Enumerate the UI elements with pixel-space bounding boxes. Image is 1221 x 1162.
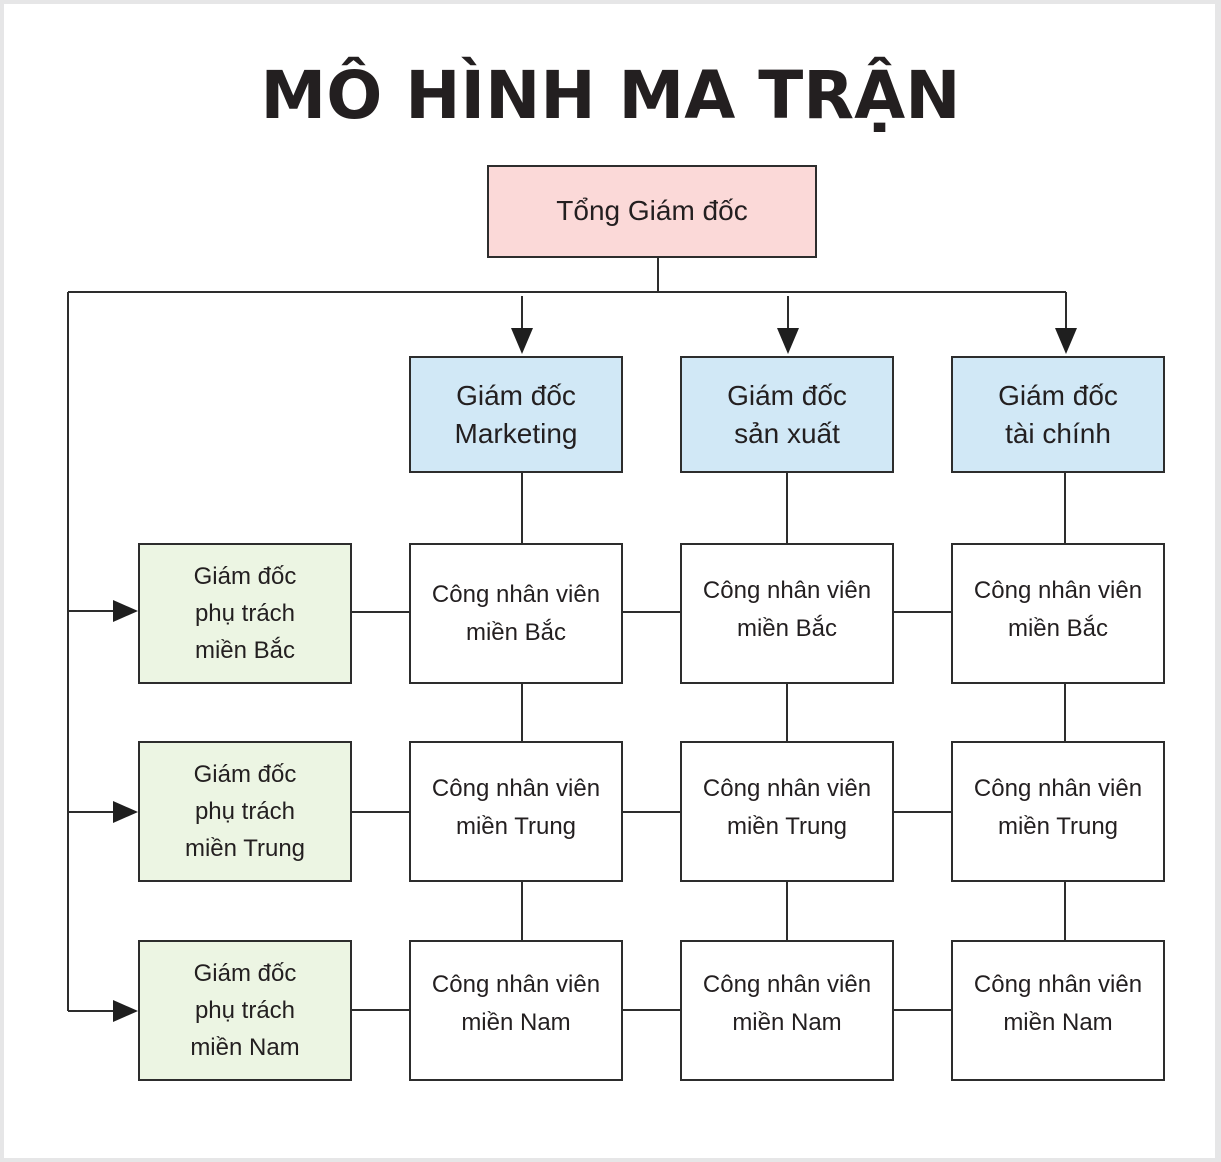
employee-cell: Công nhân viên miền Nam	[409, 940, 623, 1081]
cell-line2: miền Bắc	[736, 614, 838, 642]
cell-line2: miền Nam	[1003, 1008, 1113, 1036]
employee-cell: Công nhân viên miền Bắc	[409, 543, 623, 684]
regional-label-line1: Giám đốc	[193, 562, 297, 590]
cell-line1: Công nhân viên	[702, 775, 872, 803]
director-finance-box: Giám đốc tài chính	[951, 356, 1165, 473]
cell-line2: miền Trung	[726, 812, 848, 840]
regional-label-line3: miền Bắc	[194, 637, 296, 665]
cell-line1: Công nhân viên	[431, 971, 601, 999]
director-marketing-box: Giám đốc Marketing	[409, 356, 623, 473]
page-title: MÔ HÌNH MA TRẬN	[260, 57, 961, 134]
cell-line1: Công nhân viên	[431, 581, 601, 609]
arrow-right-icon	[113, 600, 138, 622]
regional-label-line3: miền Trung	[184, 835, 306, 863]
director-label-line2: sản xuất	[734, 417, 840, 449]
director-label-line1: Giám đốc	[456, 379, 576, 411]
regional-label-line3: miền Nam	[190, 1034, 300, 1062]
cell-line1: Công nhân viên	[973, 775, 1143, 803]
ceo-label: Tổng Giám đốc	[556, 195, 748, 227]
regional-label-line2: phụ trách	[194, 599, 296, 627]
cell-line2: miền Nam	[461, 1008, 571, 1036]
cell-line1: Công nhân viên	[431, 775, 601, 803]
cell-line2: miền Trung	[455, 812, 577, 840]
regional-label-line1: Giám đốc	[193, 760, 297, 788]
director-label-line2: tài chính	[1005, 417, 1111, 449]
director-label-line1: Giám đốc	[998, 379, 1118, 411]
employee-cell: Công nhân viên miền Bắc	[951, 543, 1165, 684]
regional-label-line1: Giám đốc	[193, 959, 297, 987]
cell-line1: Công nhân viên	[702, 577, 872, 605]
regional-label-line2: phụ trách	[194, 996, 296, 1024]
arrow-down-icon	[1055, 328, 1077, 354]
arrow-down-icon	[777, 328, 799, 354]
cell-line1: Công nhân viên	[702, 971, 872, 999]
employee-cell: Công nhân viên miền Trung	[409, 741, 623, 882]
employee-cell: Công nhân viên miền Trung	[680, 741, 894, 882]
employee-cell: Công nhân viên miền Bắc	[680, 543, 894, 684]
director-production-box: Giám đốc sản xuất	[680, 356, 894, 473]
arrow-down-icon	[511, 328, 533, 354]
employee-cell: Công nhân viên miền Trung	[951, 741, 1165, 882]
cell-line2: miền Bắc	[465, 618, 567, 646]
cell-line1: Công nhân viên	[973, 971, 1143, 999]
regional-director-central-box: Giám đốc phụ trách miền Trung	[138, 741, 352, 882]
arrow-right-icon	[113, 1000, 138, 1022]
cell-line2: miền Nam	[732, 1008, 842, 1036]
arrow-right-icon	[113, 801, 138, 823]
cell-line2: miền Trung	[997, 812, 1119, 840]
regional-director-north-box: Giám đốc phụ trách miền Bắc	[138, 543, 352, 684]
employee-cell: Công nhân viên miền Nam	[680, 940, 894, 1081]
ceo-box: Tổng Giám đốc	[487, 165, 817, 258]
cell-line1: Công nhân viên	[973, 577, 1143, 605]
regional-label-line2: phụ trách	[194, 797, 296, 825]
regional-director-south-box: Giám đốc phụ trách miền Nam	[138, 940, 352, 1081]
director-label-line2: Marketing	[454, 417, 578, 449]
cell-line2: miền Bắc	[1007, 614, 1109, 642]
employee-cell: Công nhân viên miền Nam	[951, 940, 1165, 1081]
director-label-line1: Giám đốc	[727, 379, 847, 411]
